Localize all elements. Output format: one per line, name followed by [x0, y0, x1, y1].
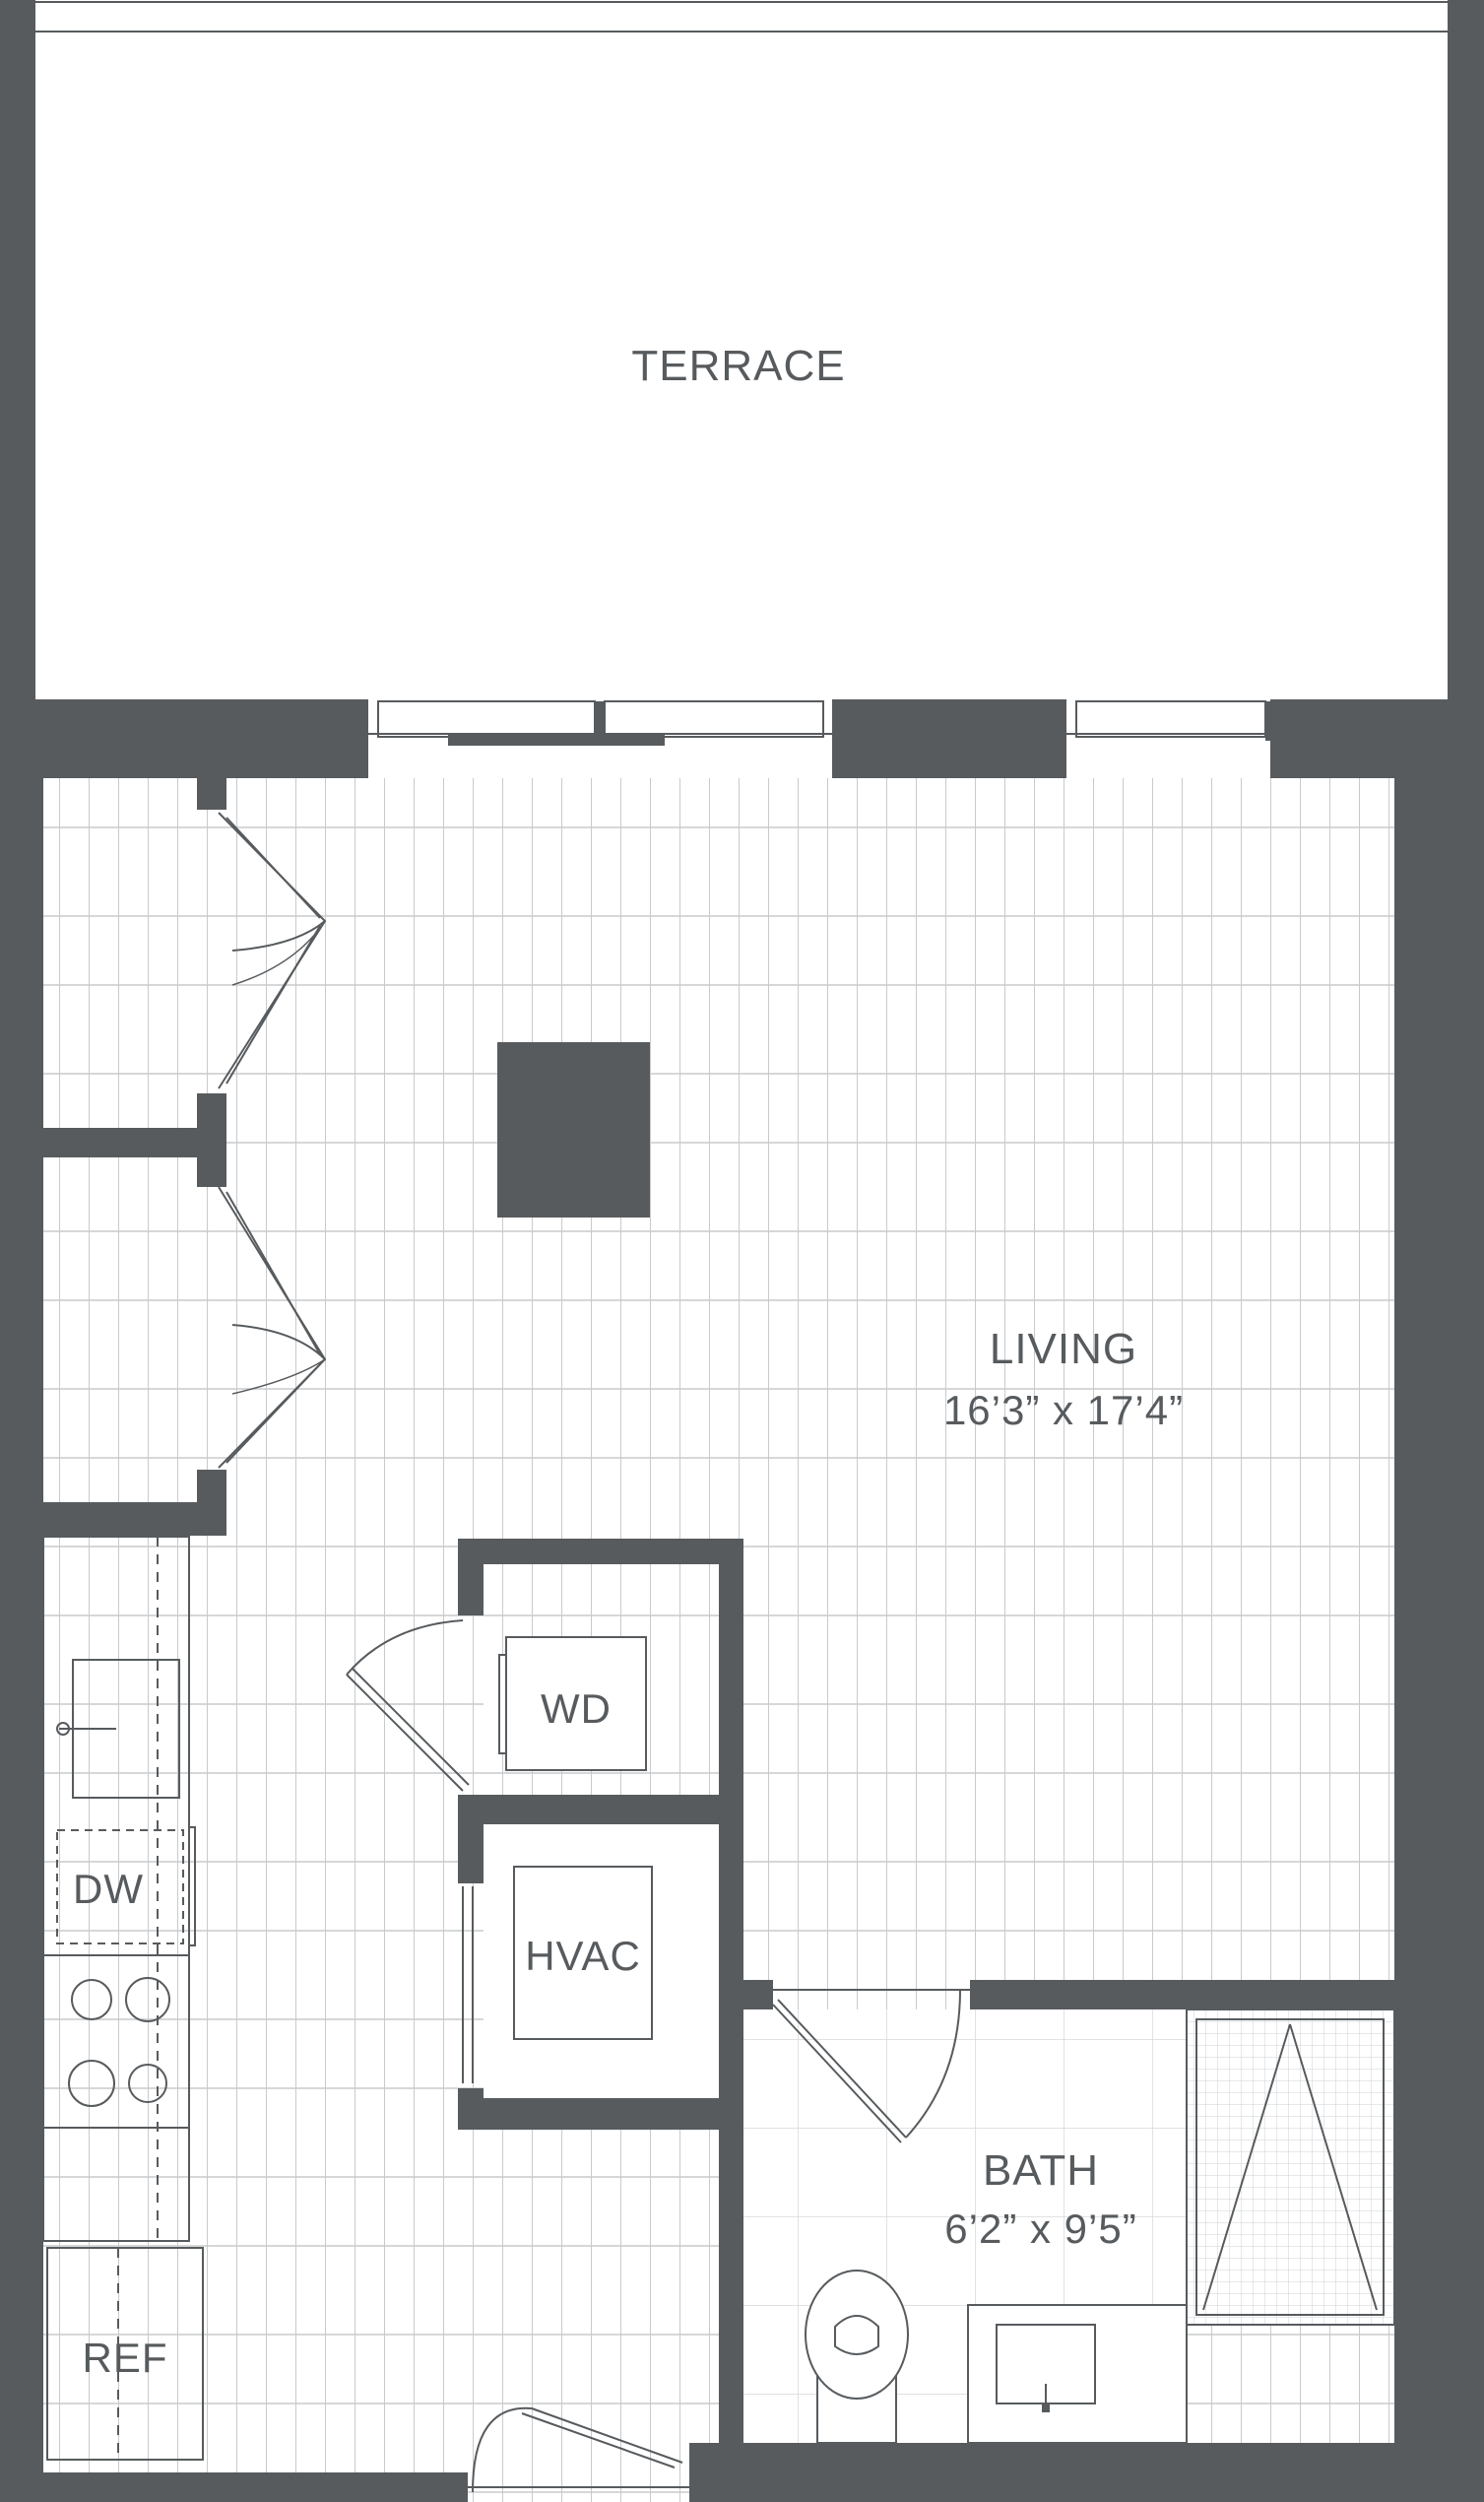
living-label: LIVING [990, 1325, 1137, 1373]
bath-fixtures [805, 2008, 1395, 2444]
terrace [0, 0, 1484, 701]
kitchen [42, 1536, 204, 2461]
refrigerator-label: REF [83, 2335, 168, 2381]
utility-fixtures [484, 1564, 719, 2098]
bath-label: BATH [983, 2146, 1099, 2195]
windows [368, 700, 1270, 738]
hvac-label: HVAC [525, 1933, 641, 1979]
washer-dryer-unit [505, 1636, 647, 1771]
washer-dryer-label: WD [541, 1685, 612, 1732]
structural-column [497, 1042, 650, 1218]
terrace-label: TERRACE [631, 342, 845, 390]
living-dimensions: 16’3” x 17’4” [943, 1387, 1184, 1433]
doors [218, 812, 970, 2493]
walls [0, 699, 1484, 2502]
hvac-unit [513, 1866, 653, 2040]
dishwasher-label: DW [73, 1866, 144, 1912]
bath-dimensions: 6’2” x 9’5” [944, 2206, 1136, 2252]
